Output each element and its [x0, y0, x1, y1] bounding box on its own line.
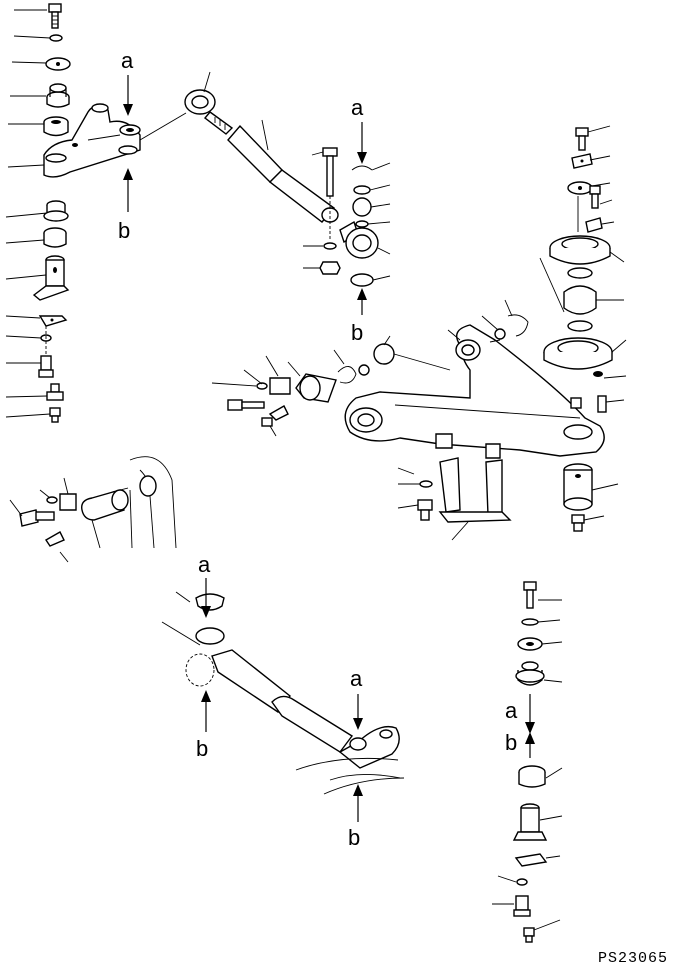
upper-kingpin-assembly — [539, 125, 627, 379]
plate-part — [45, 57, 71, 71]
bushing-part — [43, 227, 67, 248]
bolt-part — [48, 3, 62, 29]
pin-assembly-mid — [211, 349, 370, 437]
leader-lines-upper-kingpin — [539, 125, 627, 379]
callout-group-b4: b — [348, 784, 363, 850]
assembled-linkage-view — [161, 591, 405, 795]
pin-assembly-lower — [9, 456, 177, 563]
pin-part — [32, 255, 70, 301]
callout-label: b — [118, 218, 130, 243]
callout-group-b1: b — [118, 168, 133, 243]
leader-lines-knuckle — [383, 299, 513, 541]
callout-label: b — [351, 320, 363, 345]
leader-lines-lower-kingpin — [492, 599, 563, 931]
grease-fitting-part — [46, 383, 64, 423]
bolt-part — [38, 355, 54, 378]
leader-lines-pin-mid — [211, 349, 345, 437]
callout-group-a1: a — [121, 48, 134, 116]
knuckle-arm-part — [344, 299, 605, 541]
callout-group-a4: a — [350, 666, 363, 730]
bushing-part — [46, 83, 70, 108]
leader-lines-balljoint — [367, 162, 391, 281]
bellcrank-part — [43, 103, 141, 178]
lock-plate-part — [38, 315, 68, 327]
drag-link-part — [139, 71, 339, 223]
callout-label: a — [121, 48, 134, 73]
left-column-parts — [5, 3, 141, 423]
ball-joint-parts — [303, 147, 391, 287]
kingpin-part — [563, 395, 625, 532]
lock-washer-part — [49, 34, 63, 42]
callout-label: b — [348, 825, 360, 850]
callout-group-a3: a — [198, 552, 211, 618]
callout-group-b5: b — [505, 730, 535, 758]
bushing-part — [43, 200, 69, 222]
callout-group-a2: a — [351, 95, 367, 164]
callout-label: a — [198, 552, 211, 577]
callout-group-b2: b — [351, 288, 367, 345]
lower-kingpin-stack — [492, 581, 563, 943]
callout-label: a — [505, 698, 518, 723]
callout-label: b — [196, 736, 208, 761]
callout-group-a5: a — [505, 694, 535, 734]
callout-group-b3: b — [196, 690, 211, 761]
bushing-part — [43, 116, 69, 137]
callout-label: b — [505, 730, 517, 755]
leader-lines-left — [5, 9, 51, 418]
callout-label: a — [350, 666, 363, 691]
callout-label: a — [351, 95, 364, 120]
leader-lines-pin-lower — [9, 477, 129, 563]
drawing-code: PS23065 — [598, 950, 668, 967]
